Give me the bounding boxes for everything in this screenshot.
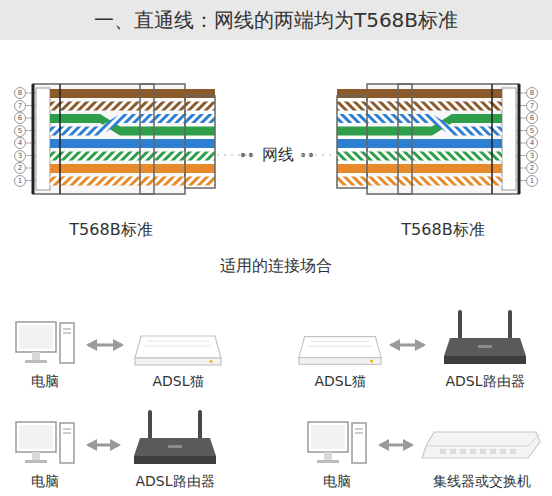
- pin-number: 1: [14, 175, 26, 187]
- device: ADSL猫: [295, 318, 385, 390]
- section-heading: 适用的连接场合: [220, 256, 332, 276]
- double-arrow: [380, 444, 412, 447]
- double-arrow: [88, 444, 119, 447]
- modem-icon: [135, 336, 221, 365]
- computer-icon: [308, 422, 366, 463]
- device: ADSL路由器: [125, 406, 225, 490]
- computer-icon: [16, 422, 74, 463]
- pin-number: 7: [14, 100, 26, 112]
- device-label: 集线器或交换机: [433, 472, 531, 490]
- rj45-plug: [26, 84, 215, 194]
- computer-icon: [16, 322, 74, 363]
- device-label: T568B标准: [69, 220, 152, 240]
- pin-number: 2: [14, 162, 26, 174]
- pin-number: 6: [526, 112, 538, 124]
- pin-number: 3: [526, 150, 538, 162]
- device-label: 电脑: [31, 372, 59, 390]
- edge-label: 网线: [259, 145, 297, 165]
- pin-number: 4: [526, 137, 538, 149]
- double-arrow: [88, 344, 122, 347]
- device: ADSL路由器: [430, 306, 540, 390]
- device-label: ADSL路由器: [135, 472, 214, 490]
- modem-icon: [299, 337, 381, 365]
- device-label: 电脑: [323, 472, 351, 490]
- connector-plug: T568B标准: [5, 78, 217, 240]
- pin-number: 1: [526, 175, 538, 187]
- connector-plug: T568B标准: [338, 78, 548, 240]
- rj45-plug: [337, 84, 526, 194]
- device: ADSL猫: [128, 318, 228, 390]
- pin-number: 8: [526, 87, 538, 99]
- router-icon: [134, 410, 216, 464]
- pin-number: 6: [14, 112, 26, 124]
- device: 集线器或交换机: [418, 418, 545, 490]
- device: 电脑: [8, 318, 82, 390]
- pin-number: 4: [14, 137, 26, 149]
- pin-number: 5: [526, 125, 538, 137]
- switch-icon: [422, 432, 540, 458]
- device-label: ADSL猫: [314, 372, 365, 390]
- device-label: ADSL路由器: [445, 372, 524, 390]
- device-label: T568B标准: [401, 220, 484, 240]
- router-icon: [444, 310, 526, 364]
- pin-number: 8: [14, 87, 26, 99]
- pin-number: 7: [526, 100, 538, 112]
- title-text: 一、直通线：网线的两端均为T568B标准: [0, 8, 552, 32]
- pin-number: 5: [14, 125, 26, 137]
- pin-number: 2: [526, 162, 538, 174]
- double-arrow: [391, 344, 424, 347]
- device-label: 电脑: [31, 472, 59, 490]
- device-label: ADSL猫: [152, 372, 203, 390]
- pin-number: 3: [14, 150, 26, 162]
- device: 电脑: [300, 418, 374, 490]
- device: 电脑: [8, 418, 82, 490]
